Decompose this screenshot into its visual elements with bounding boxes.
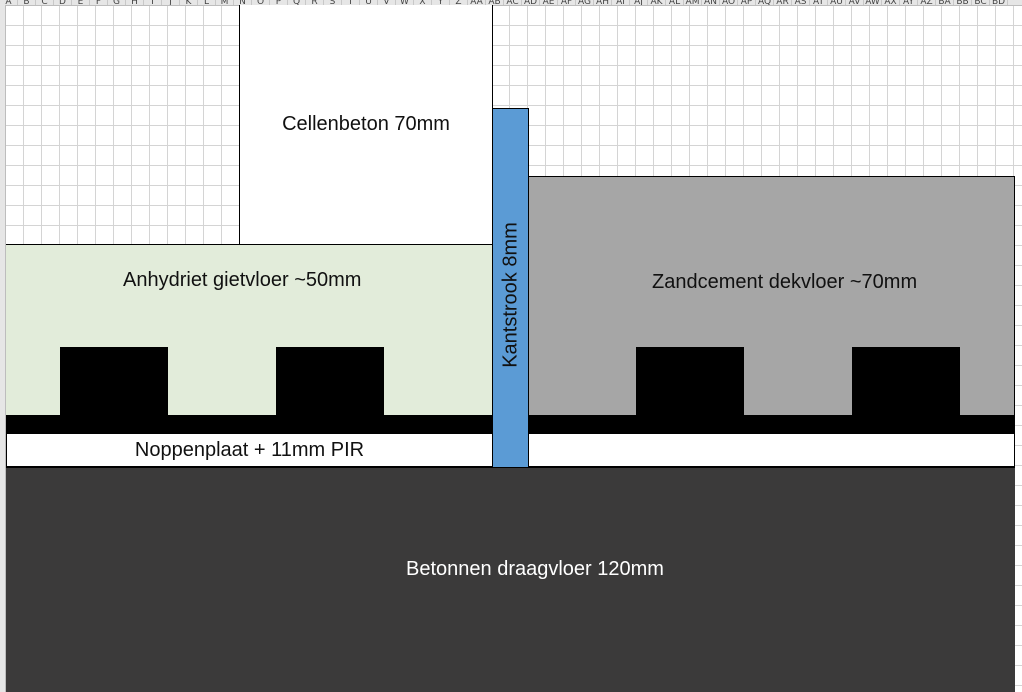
column-header[interactable]: L: [198, 0, 216, 5]
column-header[interactable]: BB: [954, 0, 972, 5]
column-header[interactable]: AR: [774, 0, 792, 5]
column-header[interactable]: AI: [612, 0, 630, 5]
column-header[interactable]: C: [36, 0, 54, 5]
beton-layer[interactable]: Betonnen draagvloer 120mm: [6, 467, 1015, 692]
column-header[interactable]: AJ: [630, 0, 648, 5]
column-header[interactable]: M: [216, 0, 234, 5]
beton-label: Betonnen draagvloer 120mm: [406, 558, 664, 580]
column-header[interactable]: K: [180, 0, 198, 5]
column-header[interactable]: X: [414, 0, 432, 5]
noppenplaat-layer[interactable]: Noppenplaat + 11mm PIR: [6, 433, 493, 467]
column-header[interactable]: I: [144, 0, 162, 5]
column-header[interactable]: AE: [540, 0, 558, 5]
kantstrook-layer[interactable]: Kantstrook 8mm: [492, 108, 529, 468]
column-header[interactable]: W: [396, 0, 414, 5]
column-header[interactable]: Q: [288, 0, 306, 5]
pipe-bump: [60, 347, 168, 417]
pipe-bump: [276, 347, 384, 417]
column-header[interactable]: AT: [810, 0, 828, 5]
column-header[interactable]: AF: [558, 0, 576, 5]
pipe-bump: [636, 347, 744, 417]
column-header[interactable]: AN: [702, 0, 720, 5]
column-header[interactable]: BA: [936, 0, 954, 5]
column-header[interactable]: AS: [792, 0, 810, 5]
column-header[interactable]: AQ: [756, 0, 774, 5]
column-header[interactable]: U: [360, 0, 378, 5]
column-header[interactable]: AY: [900, 0, 918, 5]
column-header[interactable]: E: [72, 0, 90, 5]
column-header[interactable]: F: [90, 0, 108, 5]
column-header[interactable]: G: [108, 0, 126, 5]
column-header[interactable]: AC: [504, 0, 522, 5]
column-header[interactable]: P: [270, 0, 288, 5]
cellenbeton-label: Cellenbeton 70mm: [282, 113, 450, 135]
column-header[interactable]: V: [378, 0, 396, 5]
column-header[interactable]: Y: [432, 0, 450, 5]
pipe-base-strip-right: [528, 415, 1015, 433]
column-header[interactable]: AX: [882, 0, 900, 5]
zandcement-label: Zandcement dekvloer ~70mm: [652, 271, 918, 293]
column-header[interactable]: Z: [450, 0, 468, 5]
column-header[interactable]: O: [252, 0, 270, 5]
column-header[interactable]: AO: [720, 0, 738, 5]
column-header[interactable]: AH: [594, 0, 612, 5]
column-header[interactable]: AK: [648, 0, 666, 5]
column-header[interactable]: AD: [522, 0, 540, 5]
column-header[interactable]: T: [342, 0, 360, 5]
column-header[interactable]: AB: [486, 0, 504, 5]
column-header[interactable]: D: [54, 0, 72, 5]
column-header[interactable]: B: [18, 0, 36, 5]
cellenbeton-layer[interactable]: Cellenbeton 70mm: [239, 5, 493, 245]
anhydriet-label: Anhydriet gietvloer ~50mm: [123, 269, 362, 291]
column-header[interactable]: AL: [666, 0, 684, 5]
insulation-right-layer[interactable]: [528, 433, 1015, 467]
column-header[interactable]: AG: [576, 0, 594, 5]
column-header[interactable]: R: [306, 0, 324, 5]
column-header[interactable]: N: [234, 0, 252, 5]
column-header[interactable]: J: [162, 0, 180, 5]
column-header[interactable]: AV: [846, 0, 864, 5]
noppenplaat-label: Noppenplaat + 11mm PIR: [134, 438, 365, 461]
column-header[interactable]: AZ: [918, 0, 936, 5]
row-header-bar: [0, 5, 6, 692]
column-header[interactable]: S: [324, 0, 342, 5]
column-header[interactable]: BC: [972, 0, 990, 5]
column-header[interactable]: H: [126, 0, 144, 5]
column-header[interactable]: AM: [684, 0, 702, 5]
column-header[interactable]: AP: [738, 0, 756, 5]
kantstrook-label: Kantstrook 8mm: [499, 222, 522, 368]
pipe-base-strip-left: [6, 415, 493, 433]
pipe-bump: [852, 347, 960, 417]
column-header[interactable]: BD: [990, 0, 1008, 5]
column-header[interactable]: A: [0, 0, 18, 5]
column-header[interactable]: AU: [828, 0, 846, 5]
column-header[interactable]: AA: [468, 0, 486, 5]
column-header[interactable]: AW: [864, 0, 882, 5]
